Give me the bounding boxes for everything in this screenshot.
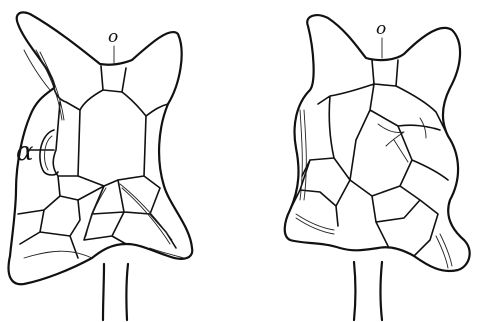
- right-plates: [290, 84, 448, 256]
- left-stem: [103, 264, 128, 320]
- right-body-outline: [285, 15, 470, 271]
- left-alpha-inner: [45, 136, 52, 170]
- left-specimen: o α: [9, 12, 193, 320]
- left-label-o: o: [108, 27, 118, 47]
- left-body-outline: [9, 12, 193, 284]
- left-label-alpha: α: [16, 137, 34, 167]
- left-apical-plate: [101, 66, 126, 92]
- left-central-plate: [78, 90, 146, 186]
- right-label-o: o: [376, 19, 386, 39]
- right-specimen: o: [285, 15, 470, 320]
- right-stem: [354, 262, 382, 320]
- right-apical-plate: [372, 60, 398, 86]
